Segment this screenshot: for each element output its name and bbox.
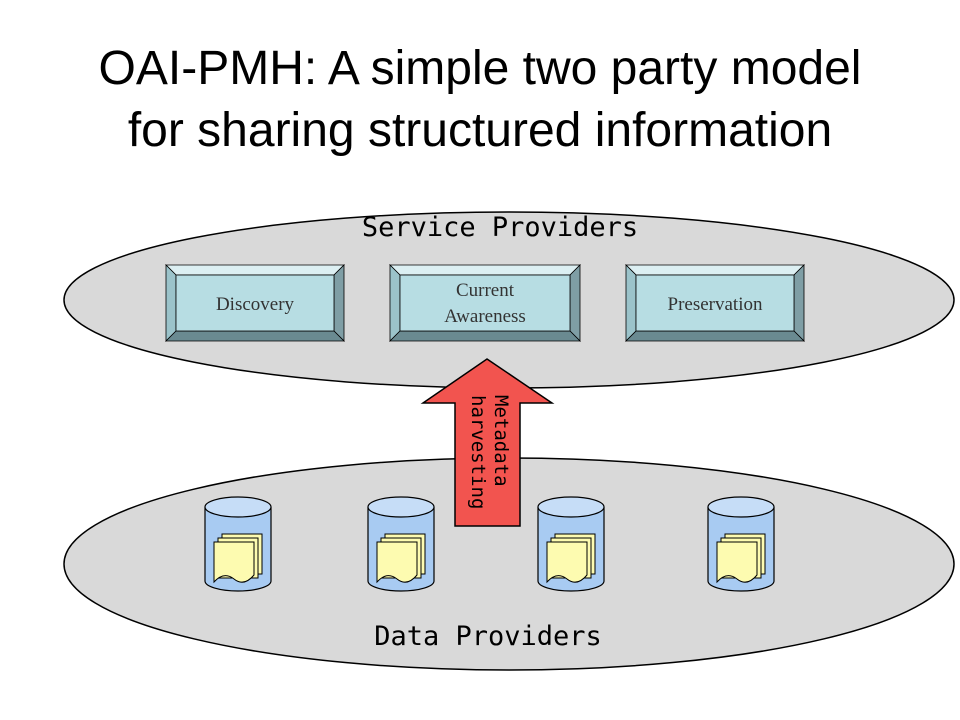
document-stack-icon bbox=[716, 533, 766, 584]
service-label-preservation: Preservation bbox=[668, 294, 763, 315]
service-label-current: Current bbox=[456, 280, 515, 301]
service-box-preservation: Preservation bbox=[625, 264, 805, 342]
service-label-awareness: Awareness bbox=[444, 306, 526, 327]
slide-title: OAI-PMH: A simple two party model for sh… bbox=[0, 38, 960, 162]
data-providers-label: Data Providers bbox=[374, 621, 602, 652]
service-providers-label: Service Providers bbox=[362, 212, 638, 243]
title-line-1: OAI-PMH: A simple two party model bbox=[98, 42, 862, 95]
repository-cylinder-3 bbox=[537, 496, 605, 592]
service-box-current-awareness: Current Awareness bbox=[389, 264, 581, 342]
document-stack-icon bbox=[546, 533, 596, 584]
document-stack-icon bbox=[213, 533, 263, 584]
service-label-discovery: Discovery bbox=[216, 294, 295, 315]
arrow-label-metadata: Metadata bbox=[490, 395, 512, 487]
repository-cylinder-4 bbox=[707, 496, 775, 592]
service-box-discovery: Discovery bbox=[165, 264, 345, 342]
arrow-up-icon bbox=[420, 358, 555, 527]
arrow-label-harvesting: harvesting bbox=[467, 395, 489, 509]
repository-cylinder-1 bbox=[204, 496, 272, 592]
title-line-2: for sharing structured information bbox=[127, 104, 833, 157]
repository-cylinder-2 bbox=[367, 496, 435, 592]
harvesting-arrow: Metadata harvesting bbox=[420, 358, 555, 527]
document-stack-icon bbox=[376, 533, 426, 584]
